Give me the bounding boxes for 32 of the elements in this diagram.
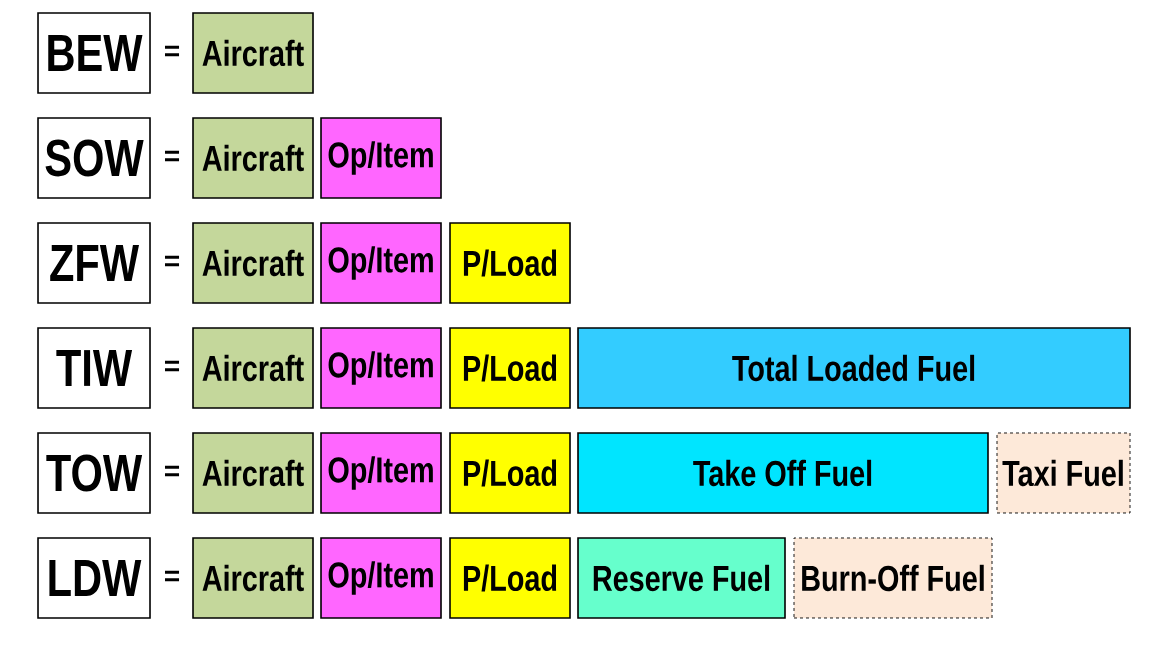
equals-sign: = [165,360,180,372]
component-box: P/Load [449,222,571,304]
component-box: P/Load [449,537,571,619]
weight-label-box: TIW [37,327,151,409]
equals-sign: = [165,465,180,477]
component-box: Aircraft [192,327,314,409]
equals-sign: = [165,570,180,582]
equals-sign: = [165,255,180,267]
component-box: Aircraft [192,117,314,199]
fuel-box: Burn-Off Fuel [793,537,993,619]
weight-label-box: SOW [37,117,151,199]
component-box: Op/Item [320,327,442,409]
component-box: Op/Item [320,222,442,304]
component-box: Aircraft [192,537,314,619]
equals-sign: = [165,45,180,57]
component-box: Aircraft [192,222,314,304]
component-box: Op/Item [320,537,442,619]
component-box: Op/Item [320,432,442,514]
component-box: P/Load [449,432,571,514]
component-box: Aircraft [192,12,314,94]
equals-sign: = [165,150,180,162]
component-box: Op/Item [320,117,442,199]
weight-label-box: TOW [37,432,151,514]
weight-label-box: LDW [37,537,151,619]
weight-label-box: ZFW [37,222,151,304]
weight-label-box: BEW [37,12,151,94]
fuel-box: Take Off Fuel [577,432,989,514]
fuel-box: Reserve Fuel [577,537,786,619]
component-box: P/Load [449,327,571,409]
fuel-box: Total Loaded Fuel [577,327,1131,409]
component-box: Aircraft [192,432,314,514]
fuel-box: Taxi Fuel [996,432,1131,514]
